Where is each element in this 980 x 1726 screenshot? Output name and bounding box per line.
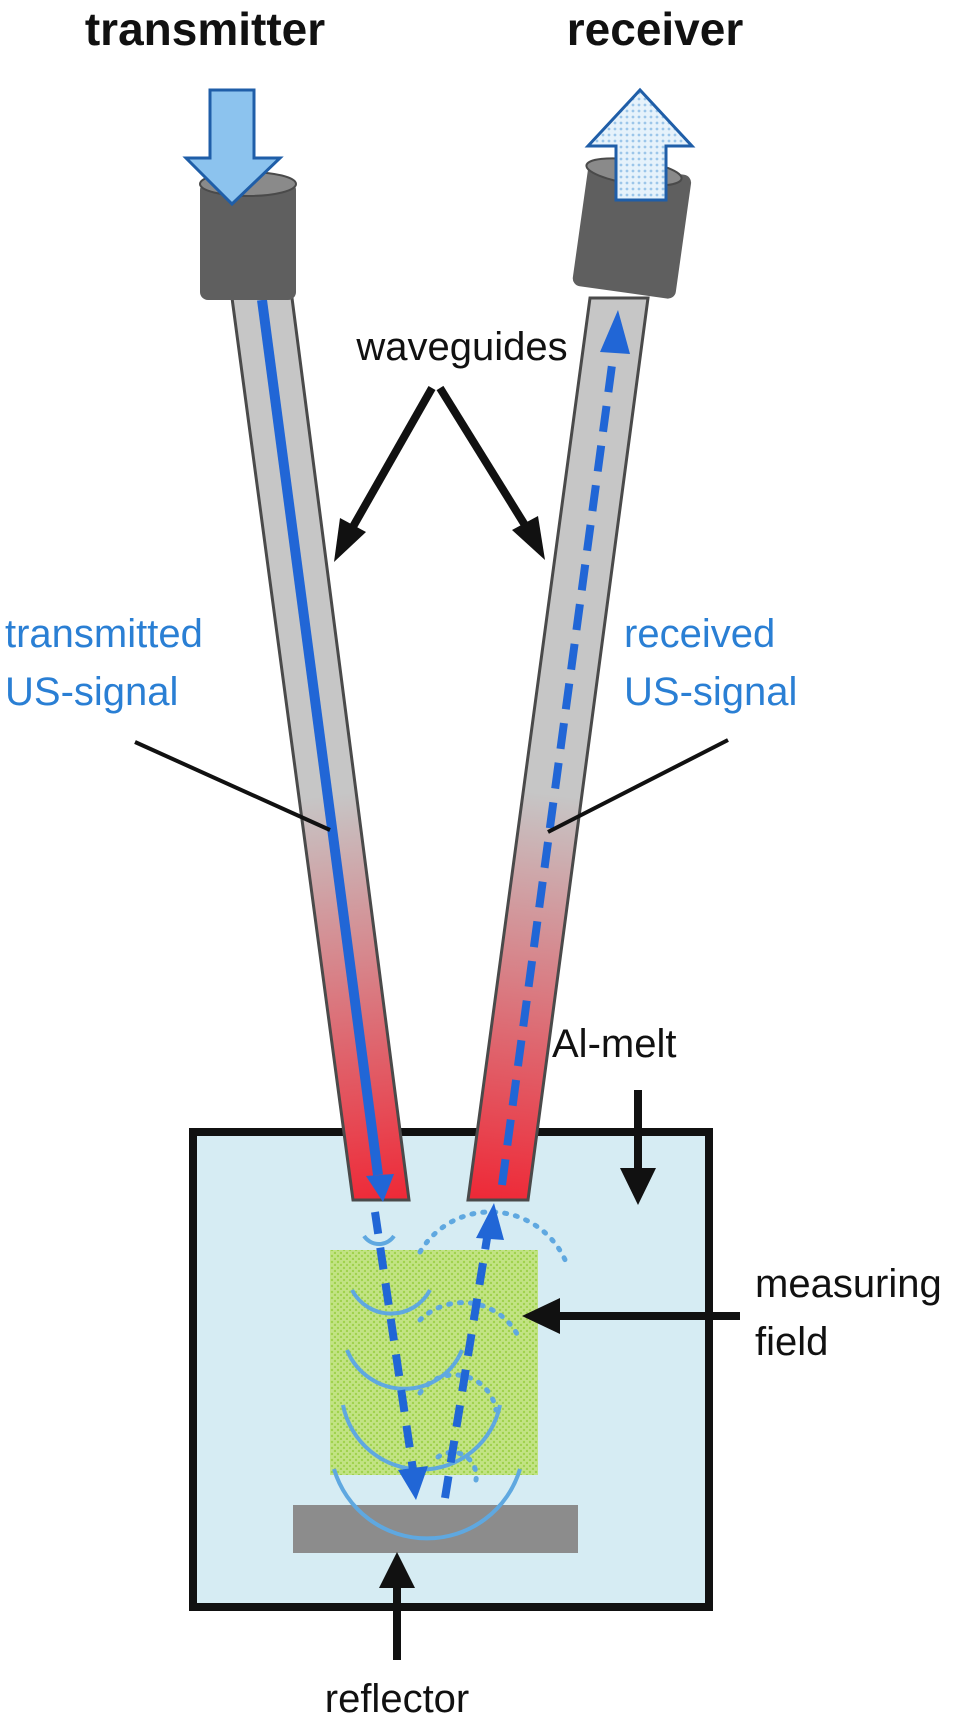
al-melt-pointer-arrow xyxy=(620,1090,656,1205)
arrow-down-icon xyxy=(182,88,284,207)
received-signal-arrowhead xyxy=(600,310,630,354)
measuring-field-label-line2: field xyxy=(755,1320,828,1364)
transmitted-signal-line xyxy=(257,299,383,1176)
measuring-field-label-line1: measuring xyxy=(755,1262,942,1306)
reflector-pointer-arrow xyxy=(379,1552,415,1660)
reflector-plate xyxy=(293,1505,578,1553)
receiver-label: receiver xyxy=(567,3,744,55)
signal-path-up xyxy=(441,1203,504,1499)
waveguide-left xyxy=(230,296,411,1202)
received-signal-leader xyxy=(547,738,729,834)
measuring-field xyxy=(330,1250,538,1475)
signal-path-down xyxy=(371,1211,428,1500)
waveguides-label: waveguides xyxy=(355,325,567,369)
transmitter-label: transmitter xyxy=(85,3,325,55)
received-signal-label-line2: US-signal xyxy=(624,670,797,714)
arrow-up-icon xyxy=(584,87,696,202)
waveguide-right xyxy=(466,296,650,1202)
transmitter-cap xyxy=(199,171,297,300)
transmitted-signal-label-line1: transmitted xyxy=(5,612,203,656)
waveguides-pointer-arrows xyxy=(334,385,545,562)
received-signal-label-line1: received xyxy=(624,612,775,656)
al-melt-label: Al-melt xyxy=(552,1022,676,1066)
transmitted-signal-leader xyxy=(134,740,331,832)
received-signal-line xyxy=(498,349,618,1186)
measuring-field-pointer-arrow xyxy=(522,1298,740,1334)
reflector-label: reflector xyxy=(325,1677,470,1721)
transmitted-signal-label-line2: US-signal xyxy=(5,670,178,714)
transmitted-signal-arrowhead xyxy=(366,1174,394,1202)
